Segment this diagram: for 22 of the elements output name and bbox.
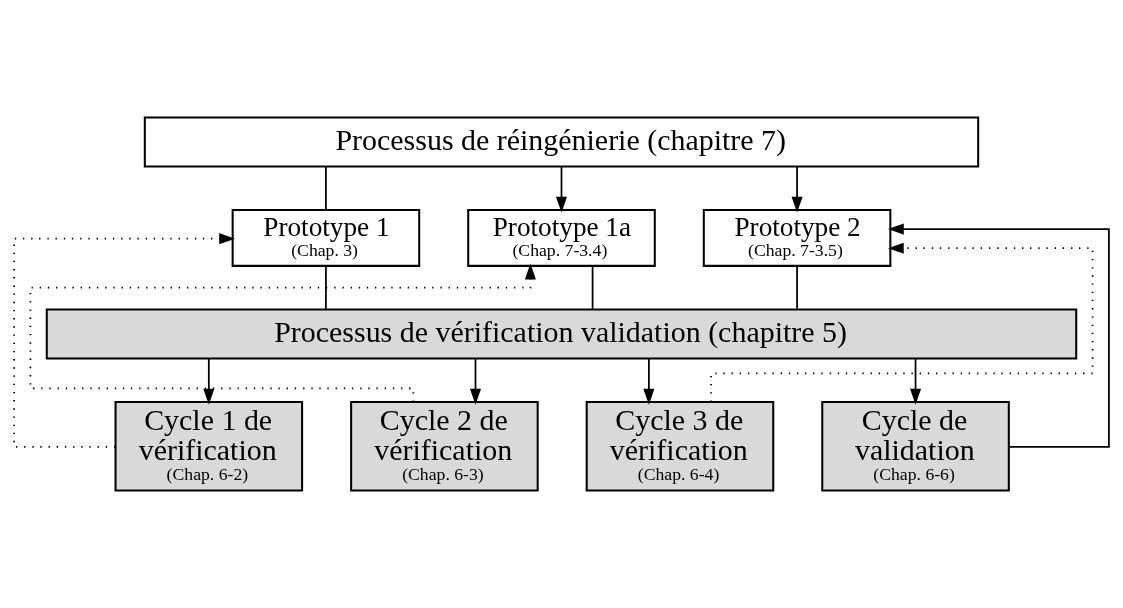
node-box: Processus de réingénierie (chapitre 7) bbox=[143, 116, 980, 168]
node-box: Prototype 2 (Chap. 7-3.5) bbox=[702, 209, 892, 267]
node-box: Cycle 2 de vérification (Chap. 6-3) bbox=[350, 401, 539, 492]
connector bbox=[591, 265, 594, 310]
node-box: Cycle de validation (Chap. 6-6) bbox=[821, 401, 1010, 492]
arrow bbox=[203, 358, 215, 405]
arrow bbox=[910, 358, 922, 405]
connector bbox=[325, 265, 327, 310]
arrow bbox=[791, 165, 803, 213]
arrow bbox=[643, 358, 655, 405]
connector bbox=[325, 165, 327, 211]
arrow bbox=[555, 165, 568, 213]
arrow bbox=[13, 233, 236, 448]
arrow bbox=[710, 242, 1094, 403]
node-box: Processus de vérification validation (chapitre 5) bbox=[45, 308, 1078, 360]
node-box: Prototype 1 (Chap. 3) bbox=[231, 209, 421, 267]
arrow bbox=[887, 223, 1110, 448]
arrow bbox=[469, 358, 481, 405]
node-box: Cycle 3 de vérification (Chap. 6-4) bbox=[585, 401, 775, 492]
connector bbox=[796, 265, 798, 310]
node-box: Cycle 1 de vérification (Chap. 6-2) bbox=[114, 401, 304, 492]
node-box: Prototype 1a (Chap. 7-3.4) bbox=[467, 209, 656, 267]
